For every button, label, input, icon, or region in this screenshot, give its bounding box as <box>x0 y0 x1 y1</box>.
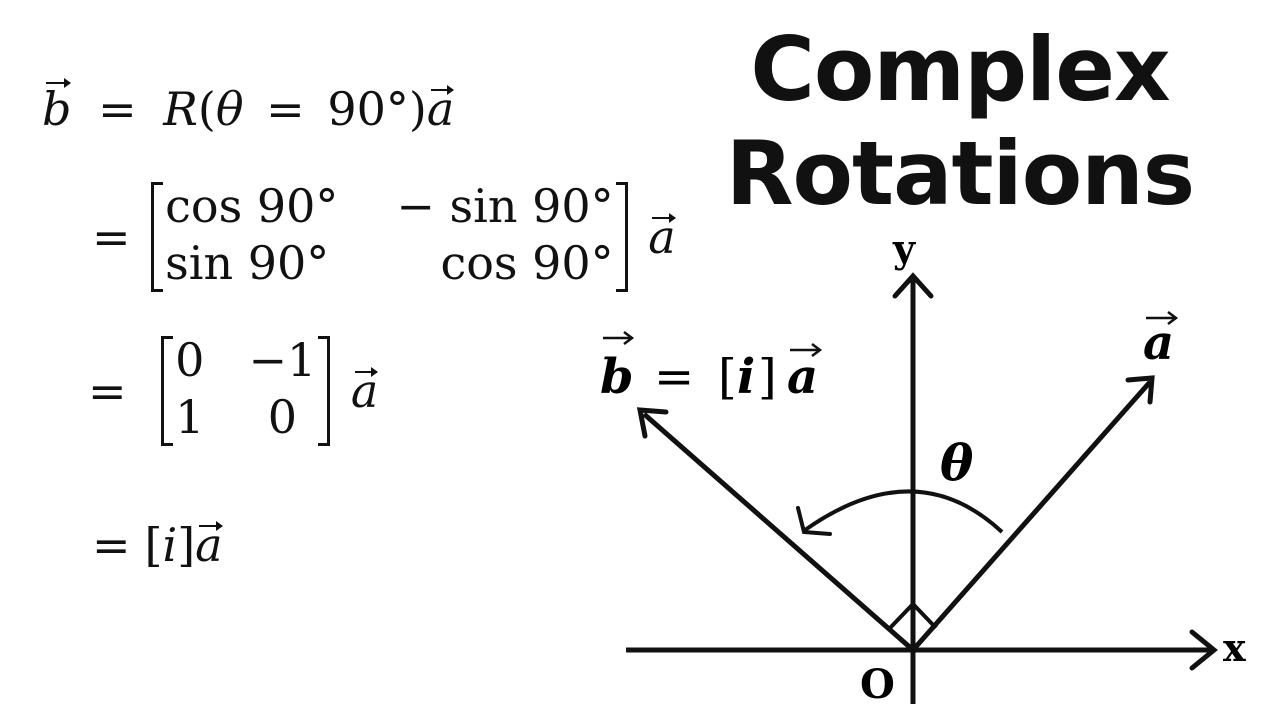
equals-sign: = <box>92 209 131 264</box>
close-paren: ) <box>408 82 427 136</box>
vector-b-close-bracket: ] <box>758 349 777 405</box>
x-axis-arrow-icon <box>1189 629 1218 671</box>
vector-a: a <box>195 518 224 572</box>
vector-b-open-bracket: [ <box>718 349 737 405</box>
equals-sign: = <box>266 82 305 136</box>
vector-a: a <box>648 209 677 264</box>
vector-b-a-text: a <box>787 349 818 405</box>
vector-a-line <box>911 380 1152 652</box>
x-axis-label: x <box>1223 625 1246 670</box>
angle-value: 90° <box>327 82 409 136</box>
equation-line-3: = 0 −1 1 0 a <box>88 333 379 448</box>
matrix-cell: 0 <box>175 333 205 387</box>
angle-label: θ <box>940 433 974 492</box>
vector-b: b <box>42 78 72 136</box>
rotation-arc <box>803 489 1004 534</box>
origin-label: O <box>860 661 895 708</box>
vector-b-line <box>642 412 915 652</box>
title: Complex Rotations <box>700 18 1220 226</box>
matrix-cell: cos 90° <box>440 235 614 290</box>
vector-arrow-icon <box>811 343 823 357</box>
open-bracket: [ <box>144 518 163 572</box>
rotation-function: R <box>163 82 198 136</box>
imaginary-unit: i <box>162 518 178 572</box>
title-line-1: Complex <box>750 18 1170 121</box>
matrix-cell: cos 90° <box>165 179 339 233</box>
matrix-cell: − sin 90° <box>396 179 614 233</box>
equals-sign: = <box>92 518 131 572</box>
vector-a-label: a <box>1143 311 1179 371</box>
equals-sign: = <box>88 363 127 418</box>
vector-b-equation-label: b = [ i ] a <box>600 331 823 405</box>
y-axis-arrow-icon <box>892 272 934 299</box>
right-angle-marker <box>888 601 938 630</box>
vector-a: a <box>426 82 455 136</box>
matrix-cell: −1 <box>248 333 317 387</box>
rotation-matrix: cos 90° − sin 90° sin 90° cos 90° <box>151 179 629 294</box>
vector-b-imaginary-unit: i <box>737 349 755 405</box>
matrix-cell: sin 90° <box>165 235 330 290</box>
vector-b-arrow-icon <box>636 407 669 439</box>
matrix-cell: 0 <box>267 389 297 444</box>
matrix-cell: 1 <box>175 389 205 444</box>
title-line-2: Rotations <box>725 122 1195 225</box>
equation-line-2: = cos 90° − sin 90° sin 90° cos 90° a <box>92 179 677 294</box>
vector-arrow-icon <box>1167 311 1179 325</box>
vector-arrow-icon <box>623 331 635 345</box>
vector-b-equals: = <box>654 349 694 405</box>
open-paren: ( <box>197 82 216 136</box>
equation-line-4: =[i]a <box>92 518 224 572</box>
close-bracket: ] <box>177 518 196 572</box>
numeric-matrix: 0 −1 1 0 <box>161 333 331 448</box>
y-axis-label: y <box>892 226 916 271</box>
equals-sign: = <box>98 82 137 136</box>
vector-b-label-text: b <box>600 349 634 405</box>
vector-a-arrow-icon <box>1125 375 1155 405</box>
rotation-arc-arrow-icon <box>796 506 832 536</box>
vector-a: a <box>350 363 379 418</box>
equation-line-1: b = R(θ = 90°)a <box>42 78 455 136</box>
theta-symbol: θ <box>215 82 244 136</box>
